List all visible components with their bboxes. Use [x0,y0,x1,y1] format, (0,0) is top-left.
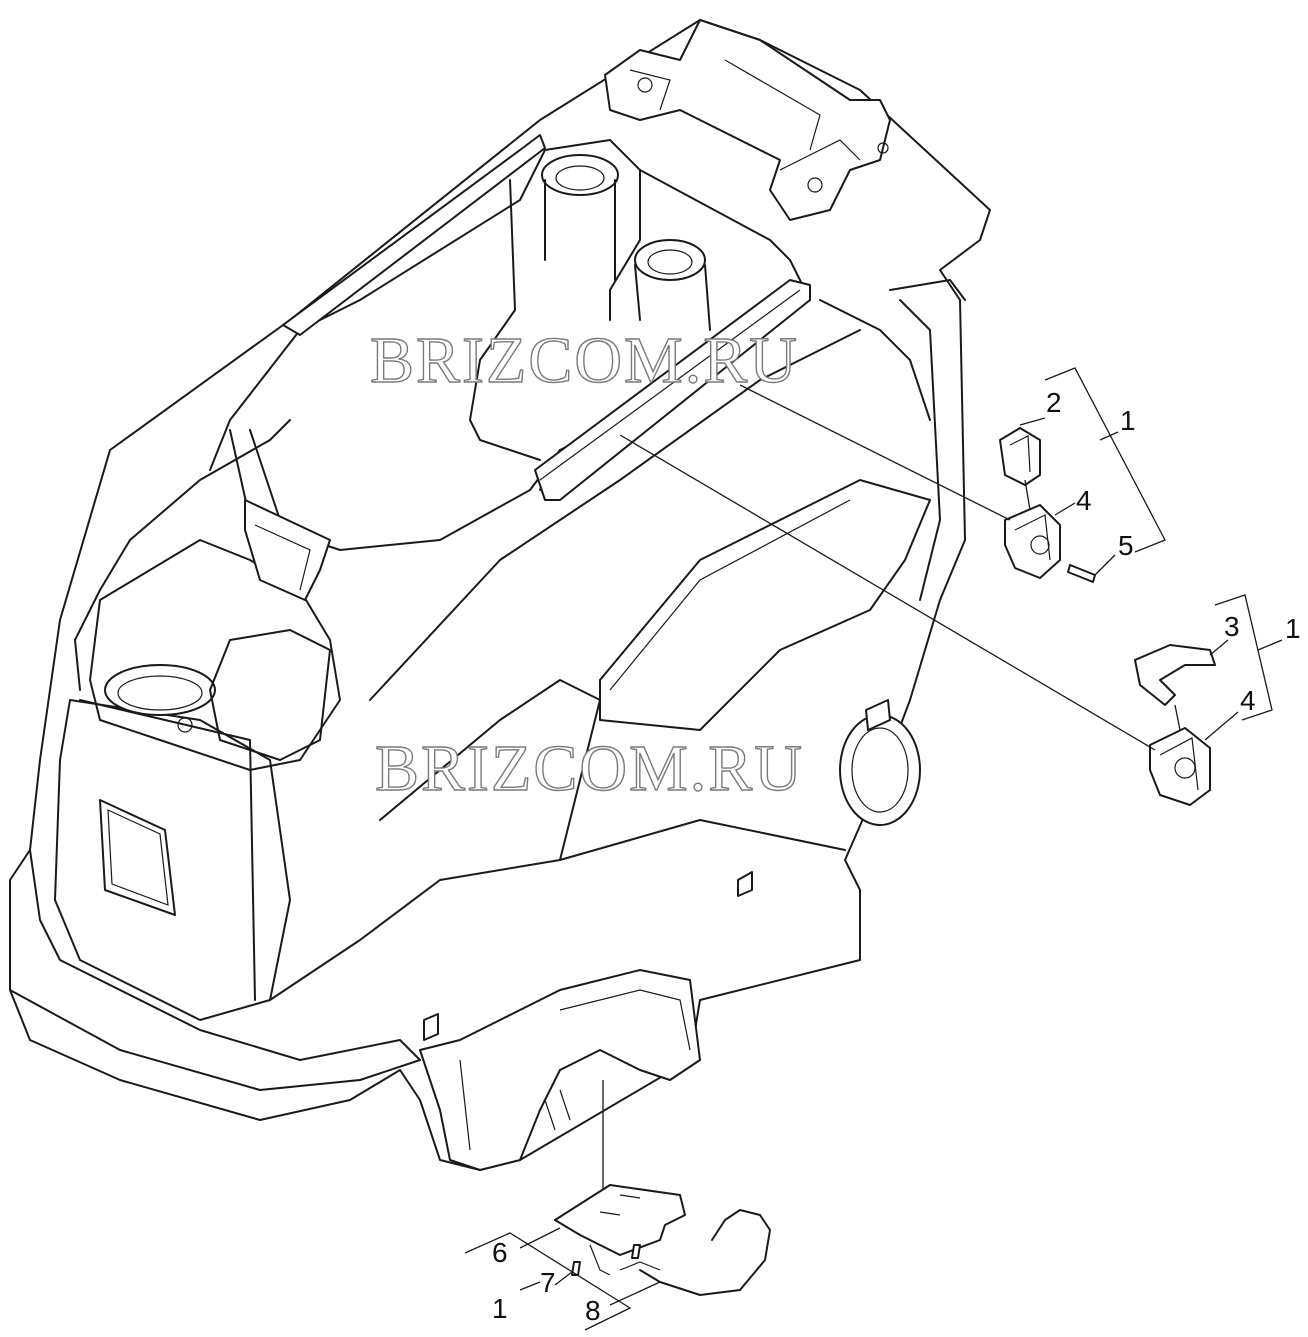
clip-assembly-lower [464,1080,771,1331]
watermark-lower: BRIZCOM.RU [375,732,804,805]
watermark-upper: BRIZCOM.RU [370,324,799,397]
machine-housing [9,19,991,1171]
callout-assembly-middle: 1 [1285,613,1301,644]
clip-body-part-4-lower [1149,727,1211,806]
handle-tab [244,499,331,601]
clip-assembly-upper [739,367,1166,583]
callout-assembly-upper: 1 [1120,405,1136,436]
bucket-opening [104,664,216,716]
rear-hinge-block [604,19,891,221]
plate-part-6 [554,1184,686,1256]
callout-clip-body-upper: 4 [1076,485,1092,516]
callout-wire-spring: 8 [585,1295,601,1326]
callout-clip-body-lower: 4 [1240,685,1256,716]
lower-skirt [419,969,701,1171]
clip-cover-part-2 [999,427,1041,486]
screw-part-7-a [631,1244,641,1259]
clip-body-part-4-upper [1004,504,1061,579]
callout-clip-ring: 3 [1224,611,1240,642]
side-window [599,479,931,731]
callout-numbers: 1 2 4 5 1 3 4 1 6 7 8 [492,387,1301,1326]
body-marker-lower [423,1013,439,1041]
clip-assembly-middle [619,434,1283,806]
screw-part-5 [1067,564,1096,583]
callout-clip-cover: 2 [1046,387,1062,418]
left-rail [282,134,546,336]
callout-plate: 6 [492,1237,508,1268]
callout-screw: 5 [1118,530,1134,561]
body-marker-middle [737,871,753,897]
wire-spring-part-8 [639,1209,771,1296]
clip-ring-part-3 [1134,644,1216,706]
watermarks: BRIZCOM.RU BRIZCOM.RU [369,323,804,805]
callout-assembly-lower: 1 [492,1293,508,1324]
callout-screw-lower: 7 [540,1267,556,1298]
body-marker-upper [865,699,891,731]
tank-neck-left [541,154,619,196]
center-rail [534,279,811,501]
